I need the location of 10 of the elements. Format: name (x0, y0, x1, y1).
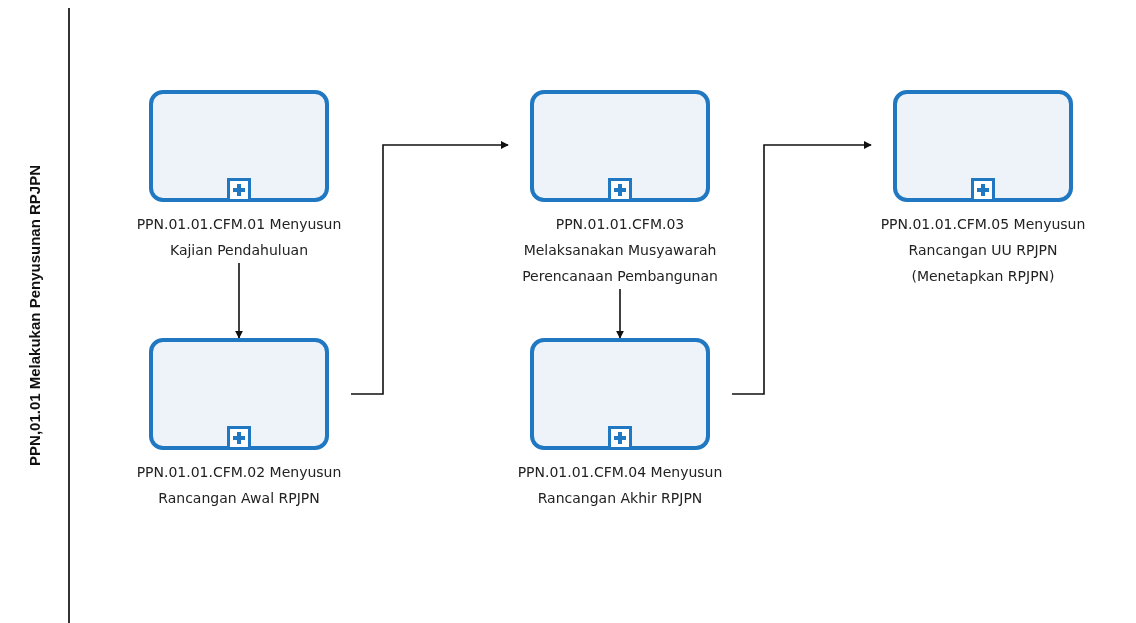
task-label: PPN.01.01.CFM.05 Menyusun Rancangan UU RPJPN (Menetapkan RPJPN) (879, 215, 1087, 286)
arrow (731, 141, 872, 395)
task-label: PPN.01.01.CFM.02 Menyusun Rancangan Awal RPJPN (135, 463, 343, 508)
task-label: PPN.01.01.CFM.03 Melaksanakan Musyawarah Perencanaan Pembangunan (521, 215, 719, 286)
task-label: PPN.01.01.CFM.01 Menyusun Kajian Pendahuluan (135, 215, 343, 260)
arrow (616, 288, 624, 339)
task-label: PPN.01.01.CFM.04 Menyusun Rancangan Akhir RPJPN (516, 463, 724, 508)
arrow (235, 262, 243, 339)
arrow (350, 141, 509, 395)
lane-title: PPN,01.01 Melakukan Penyusunan RPJPN (25, 165, 43, 466)
